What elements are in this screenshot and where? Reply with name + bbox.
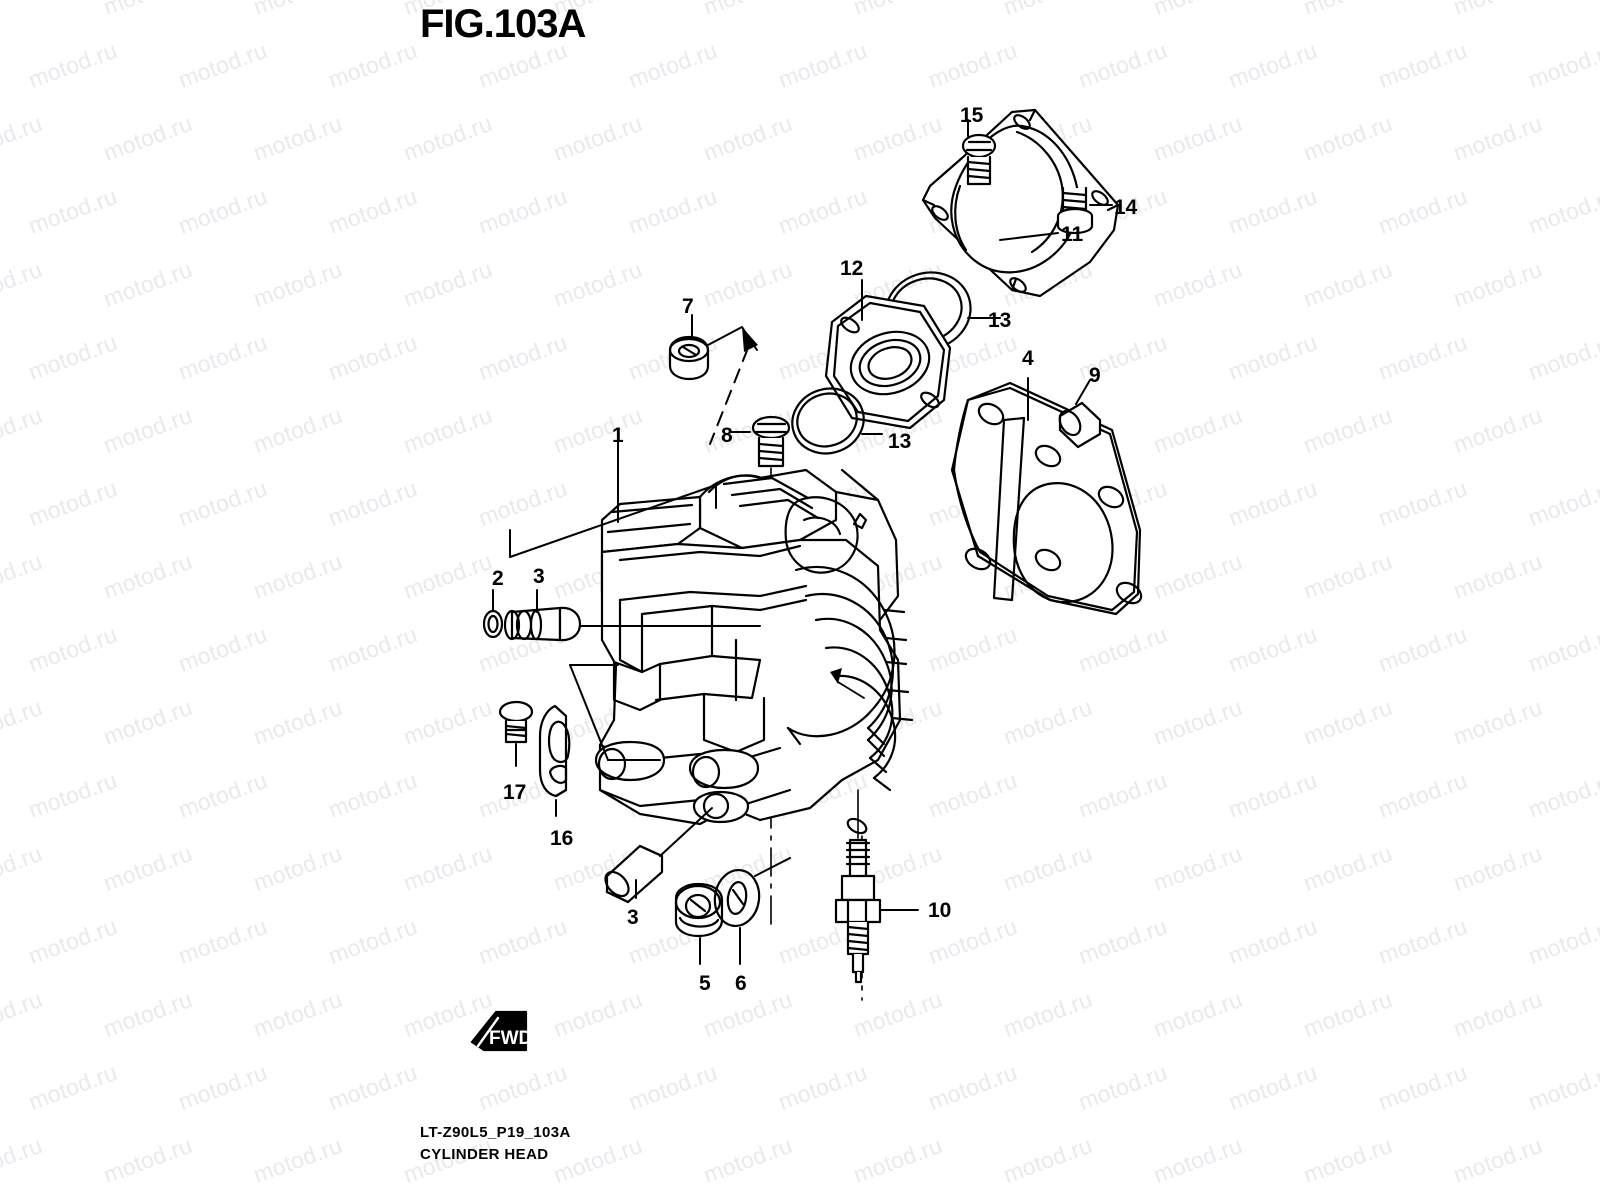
callout-bolt-upper: 8 bbox=[721, 424, 733, 447]
callout-spark-plug: 10 bbox=[928, 899, 952, 922]
part-cylinder-head bbox=[594, 468, 914, 1001]
callout-flange-nut: 5 bbox=[699, 972, 711, 995]
figure-title: FIG.103A bbox=[420, 2, 586, 46]
part-dowel-pin-gasket bbox=[1058, 401, 1102, 449]
part-o-ring-intake-lower bbox=[791, 387, 865, 455]
callout-cylinder-head-gasket: 4 bbox=[1022, 347, 1034, 370]
part-intake-manifold-flange bbox=[824, 294, 952, 430]
callout-dowel-pin-lower: 3 bbox=[627, 906, 639, 929]
callout-cylinder-head: 1 bbox=[612, 424, 624, 447]
part-bolt-upper bbox=[751, 415, 791, 468]
caption-code: LT-Z90L5_P19_103A bbox=[420, 1124, 571, 1141]
part-cylinder-head-gasket bbox=[950, 381, 1143, 616]
part-cap-plug bbox=[668, 335, 710, 381]
fwd-direction-marker bbox=[470, 1010, 528, 1052]
callout-bolt-intake-left: 15 bbox=[960, 104, 984, 127]
callout-o-ring-intake-lower: 13 bbox=[888, 430, 912, 453]
callout-dowel-pin-gasket: 9 bbox=[1089, 364, 1101, 387]
caption-name: CYLINDER HEAD bbox=[420, 1146, 549, 1163]
part-intake-pipe bbox=[921, 108, 1120, 298]
part-dowel-pin-upper bbox=[503, 606, 582, 642]
callout-intake-pipe: 11 bbox=[1061, 223, 1084, 246]
callout-bolt-intake-right: 14 bbox=[1114, 196, 1138, 219]
part-dowel-pin-lower bbox=[604, 844, 664, 904]
callout-cap-plug: 7 bbox=[682, 295, 694, 318]
callout-bolt-bracket: 17 bbox=[503, 781, 527, 804]
part-bolt-intake-right bbox=[1056, 186, 1094, 235]
part-o-ring-small bbox=[482, 609, 504, 639]
part-bolt-bracket bbox=[498, 700, 534, 744]
callout-bracket-plate: 16 bbox=[550, 827, 574, 850]
callout-intake-manifold-flange: 12 bbox=[840, 257, 864, 280]
callout-o-ring-small: 2 bbox=[492, 567, 504, 590]
part-spark-plug bbox=[834, 838, 882, 984]
callout-dowel-pin-upper: 3 bbox=[533, 565, 545, 588]
callout-o-ring-intake-upper: 13 bbox=[988, 309, 1012, 332]
part-washer bbox=[713, 869, 761, 927]
fwd-text: FWD bbox=[489, 1028, 532, 1049]
figure-caption: LT-Z90L5_P19_103A CYLINDER HEAD bbox=[420, 1122, 571, 1166]
callout-washer: 6 bbox=[735, 972, 747, 995]
part-bolt-intake-left bbox=[961, 133, 997, 186]
part-bracket-plate bbox=[538, 704, 571, 798]
